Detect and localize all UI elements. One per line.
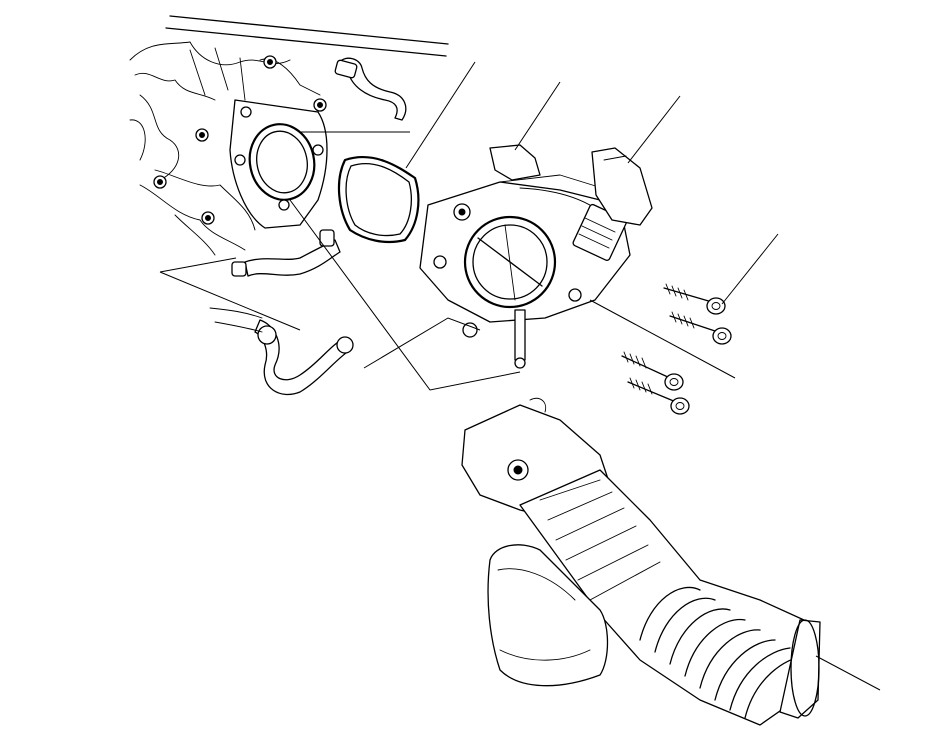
bolt: [621, 351, 684, 391]
bolt: [627, 377, 690, 415]
throttle-body: [419, 144, 653, 369]
intake-manifold: [129, 15, 449, 396]
mounting-bolts: [621, 283, 732, 415]
leader-lines: [159, 61, 881, 691]
throttle-body-gasket: [337, 155, 420, 244]
intake-air-duct: [461, 397, 821, 726]
bolt: [669, 311, 732, 345]
bolt: [663, 283, 726, 315]
